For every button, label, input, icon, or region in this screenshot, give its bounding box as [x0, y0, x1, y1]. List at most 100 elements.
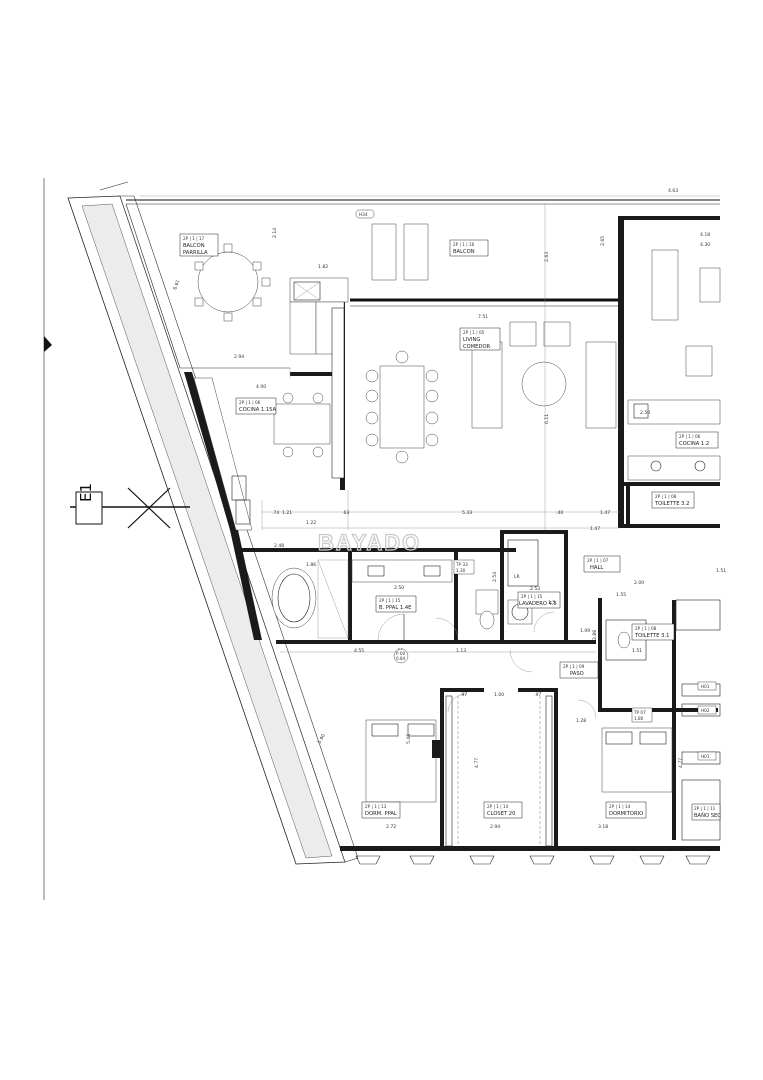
svg-text:4.63: 4.63	[668, 188, 678, 194]
svg-text:1.09: 1.09	[580, 628, 590, 634]
svg-text:1.80: 1.80	[634, 716, 644, 721]
svg-text:2P | 1 | 09: 2P | 1 | 09	[563, 664, 585, 669]
svg-text:TP 33: TP 33	[455, 562, 468, 567]
svg-text:2.94: 2.94	[234, 354, 244, 360]
bbq-table-set	[194, 243, 271, 322]
svg-text:2P | 1 | 16: 2P | 1 | 16	[453, 242, 475, 247]
svg-text:1.47: 1.47	[590, 526, 600, 532]
kitchen-counter	[193, 377, 253, 531]
pantry-unit	[289, 277, 349, 479]
svg-text:PASO: PASO	[570, 671, 584, 677]
balcony-loungers	[371, 223, 429, 281]
svg-text:1.13: 1.13	[456, 648, 466, 654]
svg-text:2.72: 2.72	[386, 824, 396, 830]
closet-shelving	[445, 695, 553, 847]
svg-text:1.5: 1.5	[548, 600, 555, 606]
svg-text:7.51: 7.51	[478, 314, 488, 320]
dimension-labels: 1.82 7.51 2.94 4.00 5.33 1.47 1.47 2.50 …	[172, 188, 726, 830]
kitchen-table-set	[273, 392, 331, 458]
svg-text:2P | 1 | 13: 2P | 1 | 13	[365, 804, 387, 809]
svg-text:4.55: 4.55	[354, 648, 364, 654]
svg-text:COCINA 1.15A: COCINA 1.15A	[239, 407, 276, 413]
svg-text:4.77: 4.77	[678, 758, 684, 768]
room-tag-bppal: 2P | 1 | 15 B. PPAL 1.4E	[375, 595, 417, 613]
svg-text:.40: .40	[556, 510, 563, 516]
reference-arrow-icon	[44, 336, 52, 352]
svg-text:4.18: 4.18	[700, 232, 710, 238]
svg-text:1.51: 1.51	[632, 648, 642, 654]
svg-text:COMEDOR: COMEDOR	[463, 344, 491, 350]
svg-text:H01: H01	[701, 754, 710, 759]
svg-text:2P | 1 | 17: 2P | 1 | 17	[183, 236, 205, 241]
svg-text:1.22: 1.22	[306, 520, 316, 526]
svg-text:LAVADERO 4.5: LAVADERO 4.5	[519, 601, 557, 607]
svg-text:BALCON: BALCON	[183, 243, 205, 249]
room-tag-dormppal: 2P | 1 | 13 DORM. PPAL	[361, 801, 401, 819]
svg-text:1.55: 1.55	[616, 592, 626, 598]
room-tag-cocina: 2P | 1 | 06 COCINA 1.15A	[235, 397, 276, 415]
main-walls	[184, 216, 720, 851]
room-tag-toilette32: 2P | 1 | 08 TOILETTE 3.2	[651, 491, 695, 509]
watermark: BAYADO	[318, 530, 421, 555]
main-bathroom	[271, 559, 453, 639]
svg-text:2.53: 2.53	[530, 586, 540, 592]
living-sofas	[471, 321, 617, 429]
room-tag-banosec: 2P | 1 | 11 BAÑO SEC	[691, 803, 721, 821]
svg-text:B. PPAL 1.4E: B. PPAL 1.4E	[379, 605, 411, 611]
svg-text:2.48: 2.48	[274, 543, 284, 549]
balcony-slab	[125, 203, 620, 369]
room-tag-closet: 2P | 1 | 14 CLOSET 20	[483, 801, 523, 819]
right-unit-furniture	[627, 249, 721, 481]
small-tags: H34 H01 H02 H01 TP 07 1.80 TP 33 1.30 P …	[355, 209, 717, 761]
svg-text:1.21: 1.21	[282, 510, 292, 516]
svg-text:2.00: 2.00	[634, 580, 644, 586]
bedroom-beds	[365, 719, 673, 803]
svg-text:4.00: 4.00	[256, 384, 266, 390]
svg-text:BALCON: BALCON	[453, 249, 475, 255]
svg-text:TP 07: TP 07	[633, 710, 646, 715]
section-marker: E1	[70, 483, 190, 529]
svg-text:PARRILLA: PARRILLA	[183, 250, 208, 256]
svg-text:2P | 1 | 15: 2P | 1 | 15	[379, 598, 401, 603]
svg-text:4.77: 4.77	[474, 758, 480, 768]
bottom-window-markers	[355, 855, 711, 865]
svg-text:.97: .97	[534, 692, 541, 698]
room-tag-cocina2: 2P | 1 | 06 COCINA 1.2	[675, 431, 719, 449]
section-marker-label: E1	[77, 483, 95, 502]
svg-text:2.50: 2.50	[394, 585, 404, 591]
room-tag-paso: 2P | 1 | 09 PASO	[559, 661, 599, 679]
svg-text:2P | 1 | 06: 2P | 1 | 06	[679, 434, 701, 439]
svg-text:.97: .97	[460, 692, 467, 698]
svg-text:1.30: 1.30	[456, 568, 466, 573]
svg-text:2P | 1 | 14: 2P | 1 | 14	[487, 804, 509, 809]
laundry-room	[475, 539, 539, 630]
svg-text:2.94: 2.94	[490, 824, 500, 830]
svg-text:P 00: P 00	[396, 651, 406, 656]
room-tag-toilette31: 2P | 1 | 08 TOILETTE 3.1	[631, 623, 675, 641]
svg-text:1.00: 1.00	[494, 692, 504, 698]
svg-text:2P | 1 | 08: 2P | 1 | 08	[655, 494, 677, 499]
svg-text:2P | 1 | 07: 2P | 1 | 07	[587, 558, 609, 563]
svg-text:H34: H34	[359, 212, 368, 217]
svg-text:CLOSET 20: CLOSET 20	[487, 811, 515, 817]
svg-text:2P | 1 | 05: 2P | 1 | 05	[463, 330, 485, 335]
svg-text:2.63: 2.63	[544, 252, 550, 262]
svg-text:TOILETTE 3.2: TOILETTE 3.2	[654, 501, 689, 507]
svg-text:2P | 1 | 06: 2P | 1 | 06	[239, 400, 261, 405]
svg-text:.63: .63	[342, 510, 349, 516]
svg-text:2P | 1 | 08: 2P | 1 | 08	[635, 626, 657, 631]
svg-text:DORM. PPAL: DORM. PPAL	[365, 811, 397, 817]
svg-text:1.47: 1.47	[600, 510, 610, 516]
svg-text:LIVING: LIVING	[463, 337, 480, 343]
svg-text:BAÑO SEC: BAÑO SEC	[694, 812, 721, 819]
room-tag-balcon-parrilla: 2P | 1 | 17 BALCON PARRILLA	[179, 233, 219, 257]
svg-text:6.61: 6.61	[172, 279, 181, 291]
doors	[377, 611, 597, 719]
svg-text:DORMITORIO: DORMITORIO	[609, 811, 643, 817]
svg-text:2.88: 2.88	[592, 630, 598, 640]
svg-text:2.65: 2.65	[600, 236, 606, 246]
room-tag-balcon: 2P | 1 | 16 BALCON	[449, 239, 489, 257]
svg-text:5.90: 5.90	[317, 733, 327, 745]
svg-text:2.14: 2.14	[272, 228, 278, 238]
